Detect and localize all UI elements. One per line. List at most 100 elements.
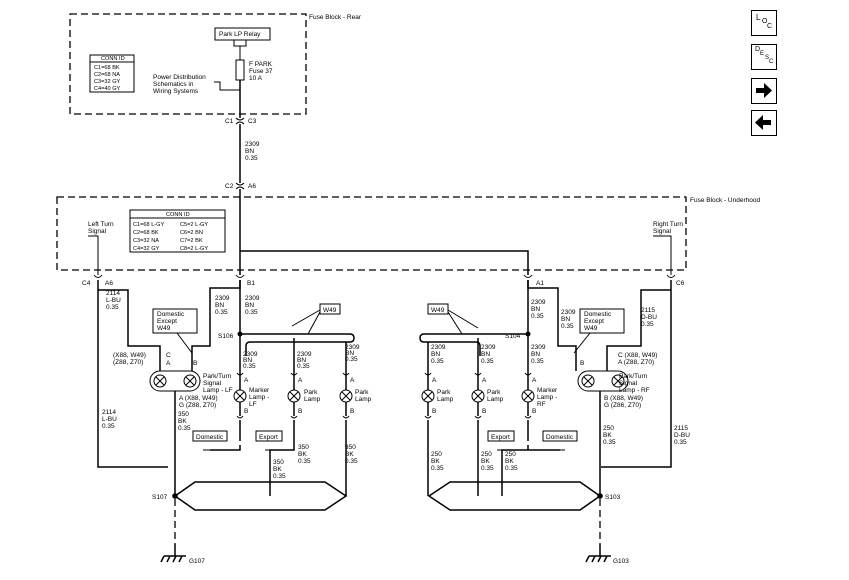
left-domestic-box	[192, 430, 228, 442]
rear-conn-3: C3=32 GY	[94, 79, 121, 85]
next-page-button[interactable]	[751, 78, 777, 104]
rg1-num: 250	[431, 451, 442, 458]
right-lamp-grounds	[427, 420, 560, 496]
rear-conn-id-table	[89, 54, 135, 93]
right-pins-bottom-2: G (Z86, Z70)	[604, 402, 641, 409]
s103-label: S103	[605, 494, 621, 501]
right-park-lamp-2-icon	[471, 389, 485, 403]
desc-s: S	[765, 55, 770, 61]
right-pins-top-2: A (Z88, Z70)	[618, 359, 654, 366]
conn-c3: C3	[248, 118, 257, 125]
right-dom-exc-pointer	[573, 332, 591, 354]
rbr1-gauge: 0.35	[431, 358, 444, 365]
l-marker-2: Lamp -	[249, 394, 269, 401]
lbr2-gauge: 0.35	[297, 363, 310, 370]
left-w49: W49	[323, 307, 337, 314]
l-lamp2-a: A	[298, 377, 303, 384]
l-lamp3-b: B	[350, 408, 354, 415]
fuse-block-underhood-outline	[56, 196, 687, 271]
r-dom-exc-3: W49	[584, 325, 598, 332]
underhood-conn-c5: C5=2 L-GY	[180, 222, 208, 228]
lg1-color: BK	[298, 451, 307, 458]
feed-wire-color: BN	[245, 148, 254, 155]
left-park-lamp-1-icon	[287, 389, 301, 403]
right-domestic-box	[542, 430, 578, 442]
rbr3-color: BN	[531, 351, 540, 358]
left-2309b-gauge: 0.35	[245, 309, 258, 316]
underhood-conn-c2: C2=68 BK	[133, 230, 159, 236]
c1-c3-connector	[235, 117, 245, 125]
lf-gnd-gauge: 0.35	[178, 425, 191, 432]
left-w49-box	[319, 303, 341, 315]
right-park-lamp-1-icon	[421, 389, 435, 403]
left-turn-signal-1: Left Turn	[88, 221, 114, 228]
fuse-block-rear-label: Fuse Block - Rear	[309, 14, 362, 21]
r-marker-2: Lamp -	[537, 394, 557, 401]
pin-c4: C4	[82, 280, 91, 287]
g103-label: G103	[613, 558, 629, 565]
left-2309b-color: BN	[245, 302, 254, 309]
fuse-line-1: F PARK	[249, 61, 273, 68]
left-2114-color: L-BU	[106, 297, 121, 304]
rf-gnd-gauge: 0.35	[603, 439, 616, 446]
conn-c1: C1	[225, 118, 234, 125]
g107-ground-icon	[160, 544, 186, 563]
rf-bulb-1-icon	[581, 374, 595, 388]
s107-splice-bar	[173, 481, 348, 511]
r-park2-2: Lamp	[487, 396, 504, 403]
left-pins-bottom-1: A (X88, W49)	[179, 395, 218, 402]
left-2309a-num: 2309	[215, 295, 230, 302]
left-lamp-wires	[239, 370, 347, 416]
lbr1-gauge: 0.35	[243, 363, 256, 370]
left-2114-low-gauge: 0.35	[102, 423, 115, 430]
lf-lamp-name-2: Signal	[203, 380, 222, 387]
lg1-num: 350	[298, 444, 309, 451]
lf-bulb-2-icon	[183, 374, 197, 388]
left-2114-gauge: 0.35	[106, 304, 119, 311]
rg3-num: 250	[505, 451, 516, 458]
left-export-box	[255, 430, 283, 442]
r-park1-1: Park	[437, 389, 451, 396]
underhood-conn-c8: C8=2 L-GY	[180, 246, 208, 252]
left-w49-pointers	[291, 309, 321, 335]
arrow-left-icon	[755, 115, 771, 130]
rg2-num: 250	[481, 451, 492, 458]
s106-branches	[239, 334, 347, 370]
r-2309b-gauge: 0.35	[561, 323, 574, 330]
l-park2-1: Park	[355, 389, 369, 396]
lg3-gauge: 0.35	[345, 458, 358, 465]
left-2309a-color: BN	[215, 302, 224, 309]
lbr3-color: BN	[345, 350, 354, 357]
pin-b1: B1	[247, 280, 255, 287]
right-turn-signal-2: Signal	[653, 228, 672, 235]
left-export: Export	[259, 434, 278, 441]
lbr1-num: 2309	[243, 351, 258, 358]
left-2309-to-lamp	[191, 280, 241, 371]
fuse-line-2: Fuse 37	[249, 68, 273, 75]
left-park-lamp-2-icon	[339, 389, 353, 403]
pd-pointer	[214, 81, 240, 91]
r-2115-num: 2115	[641, 307, 655, 314]
r-lamp1-b: B	[432, 408, 436, 415]
loc-c: C	[767, 23, 773, 30]
r-lamp2-b: B	[482, 408, 486, 415]
rf-lamp-name-2: Signal	[619, 380, 638, 387]
r-marker-1: Marker	[537, 387, 558, 394]
r-marker-3: RF	[537, 401, 546, 408]
description-button[interactable]: D E S C	[751, 44, 777, 70]
left-pins-top-1: (X88, W49)	[113, 352, 146, 359]
g107-label: G107	[189, 558, 205, 565]
location-button[interactable]: L O C	[751, 10, 777, 36]
rf-gnd-color: BK	[603, 432, 612, 439]
right-pins-top-1: C (X88, W49)	[618, 352, 657, 359]
left-2114-low-color: L-BU	[102, 416, 117, 423]
rf-lamp-name-3: Lamp - RF	[619, 387, 650, 394]
rbr1-color: BN	[431, 351, 440, 358]
rg1-gauge: 0.35	[431, 465, 444, 472]
right-2115-to-lamp	[606, 289, 671, 371]
loc-l: L	[756, 13, 761, 22]
rg2-color: BK	[481, 458, 490, 465]
previous-page-button[interactable]	[751, 110, 777, 136]
right-w49: W49	[431, 307, 445, 314]
lf-bulb-1-icon	[153, 374, 167, 388]
